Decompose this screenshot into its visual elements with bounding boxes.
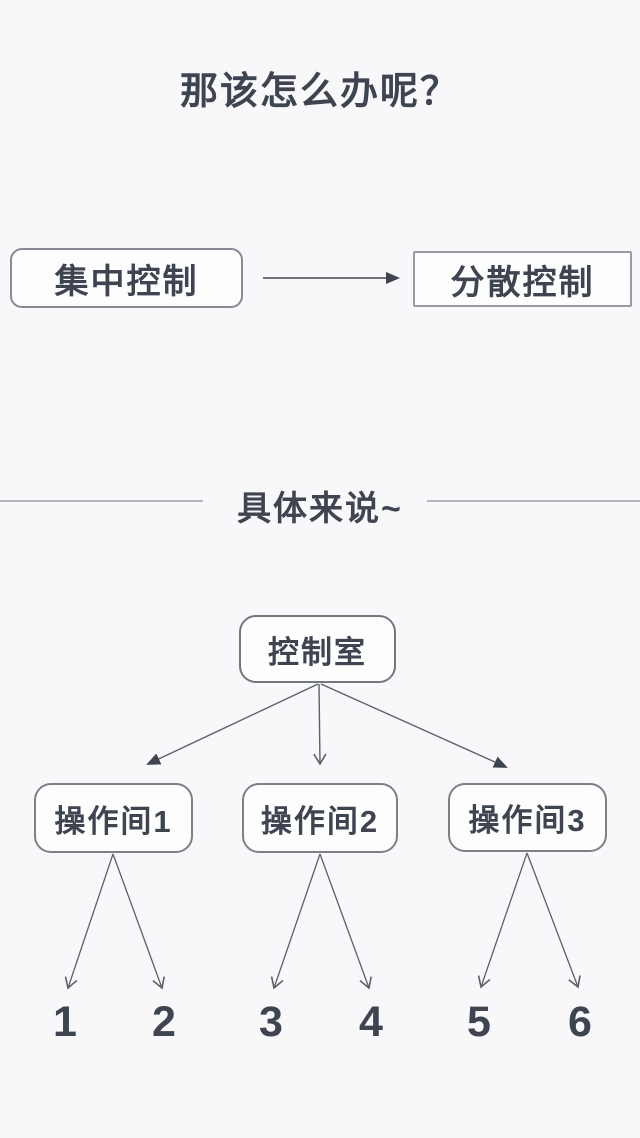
- node-operation-room-3-label: 操作间3: [468, 803, 587, 838]
- arrow-room1-to-leaf1: [64, 853, 114, 990]
- node-control-room-label: 控制室: [268, 634, 367, 670]
- arrow-room3-to-leaf5: [477, 852, 528, 989]
- node-centralized-control: 集中控制: [10, 248, 243, 308]
- leaf-node-6: 6: [568, 998, 592, 1046]
- node-distributed-control: 分散控制: [413, 251, 632, 307]
- arrow-room2-to-leaf3: [270, 853, 321, 990]
- leaf-node-2: 2: [152, 998, 176, 1046]
- page-title: 那该怎么办呢？: [179, 71, 460, 113]
- arrow-root-to-room1: [146, 683, 319, 765]
- arrow-room3-to-leaf6: [526, 852, 581, 989]
- arrow-room1-to-leaf2: [112, 853, 165, 990]
- node-operation-room-3: 操作间3: [448, 783, 607, 852]
- leaf-node-4: 4: [359, 998, 383, 1046]
- arrow-root-to-room2: [313, 683, 327, 766]
- leaf-node-1: 1: [53, 998, 77, 1046]
- leaf-node-3: 3: [259, 998, 283, 1046]
- node-distributed-control-label: 分散控制: [450, 263, 595, 302]
- arrow-root-to-room3: [320, 683, 508, 768]
- node-operation-room-2-label: 操作间2: [260, 803, 380, 839]
- node-centralized-control-label: 集中控制: [54, 262, 199, 301]
- node-operation-room-1-label: 操作间1: [54, 803, 173, 839]
- node-control-room: 控制室: [239, 615, 396, 683]
- node-operation-room-1: 操作间1: [34, 783, 193, 853]
- arrow-room2-to-leaf4: [319, 853, 372, 990]
- divider-line-right: [427, 500, 640, 502]
- leaf-node-5: 5: [467, 998, 491, 1046]
- node-operation-room-2: 操作间2: [242, 783, 398, 853]
- divider-line-left: [0, 500, 203, 502]
- divider-label: 具体来说~: [237, 490, 403, 528]
